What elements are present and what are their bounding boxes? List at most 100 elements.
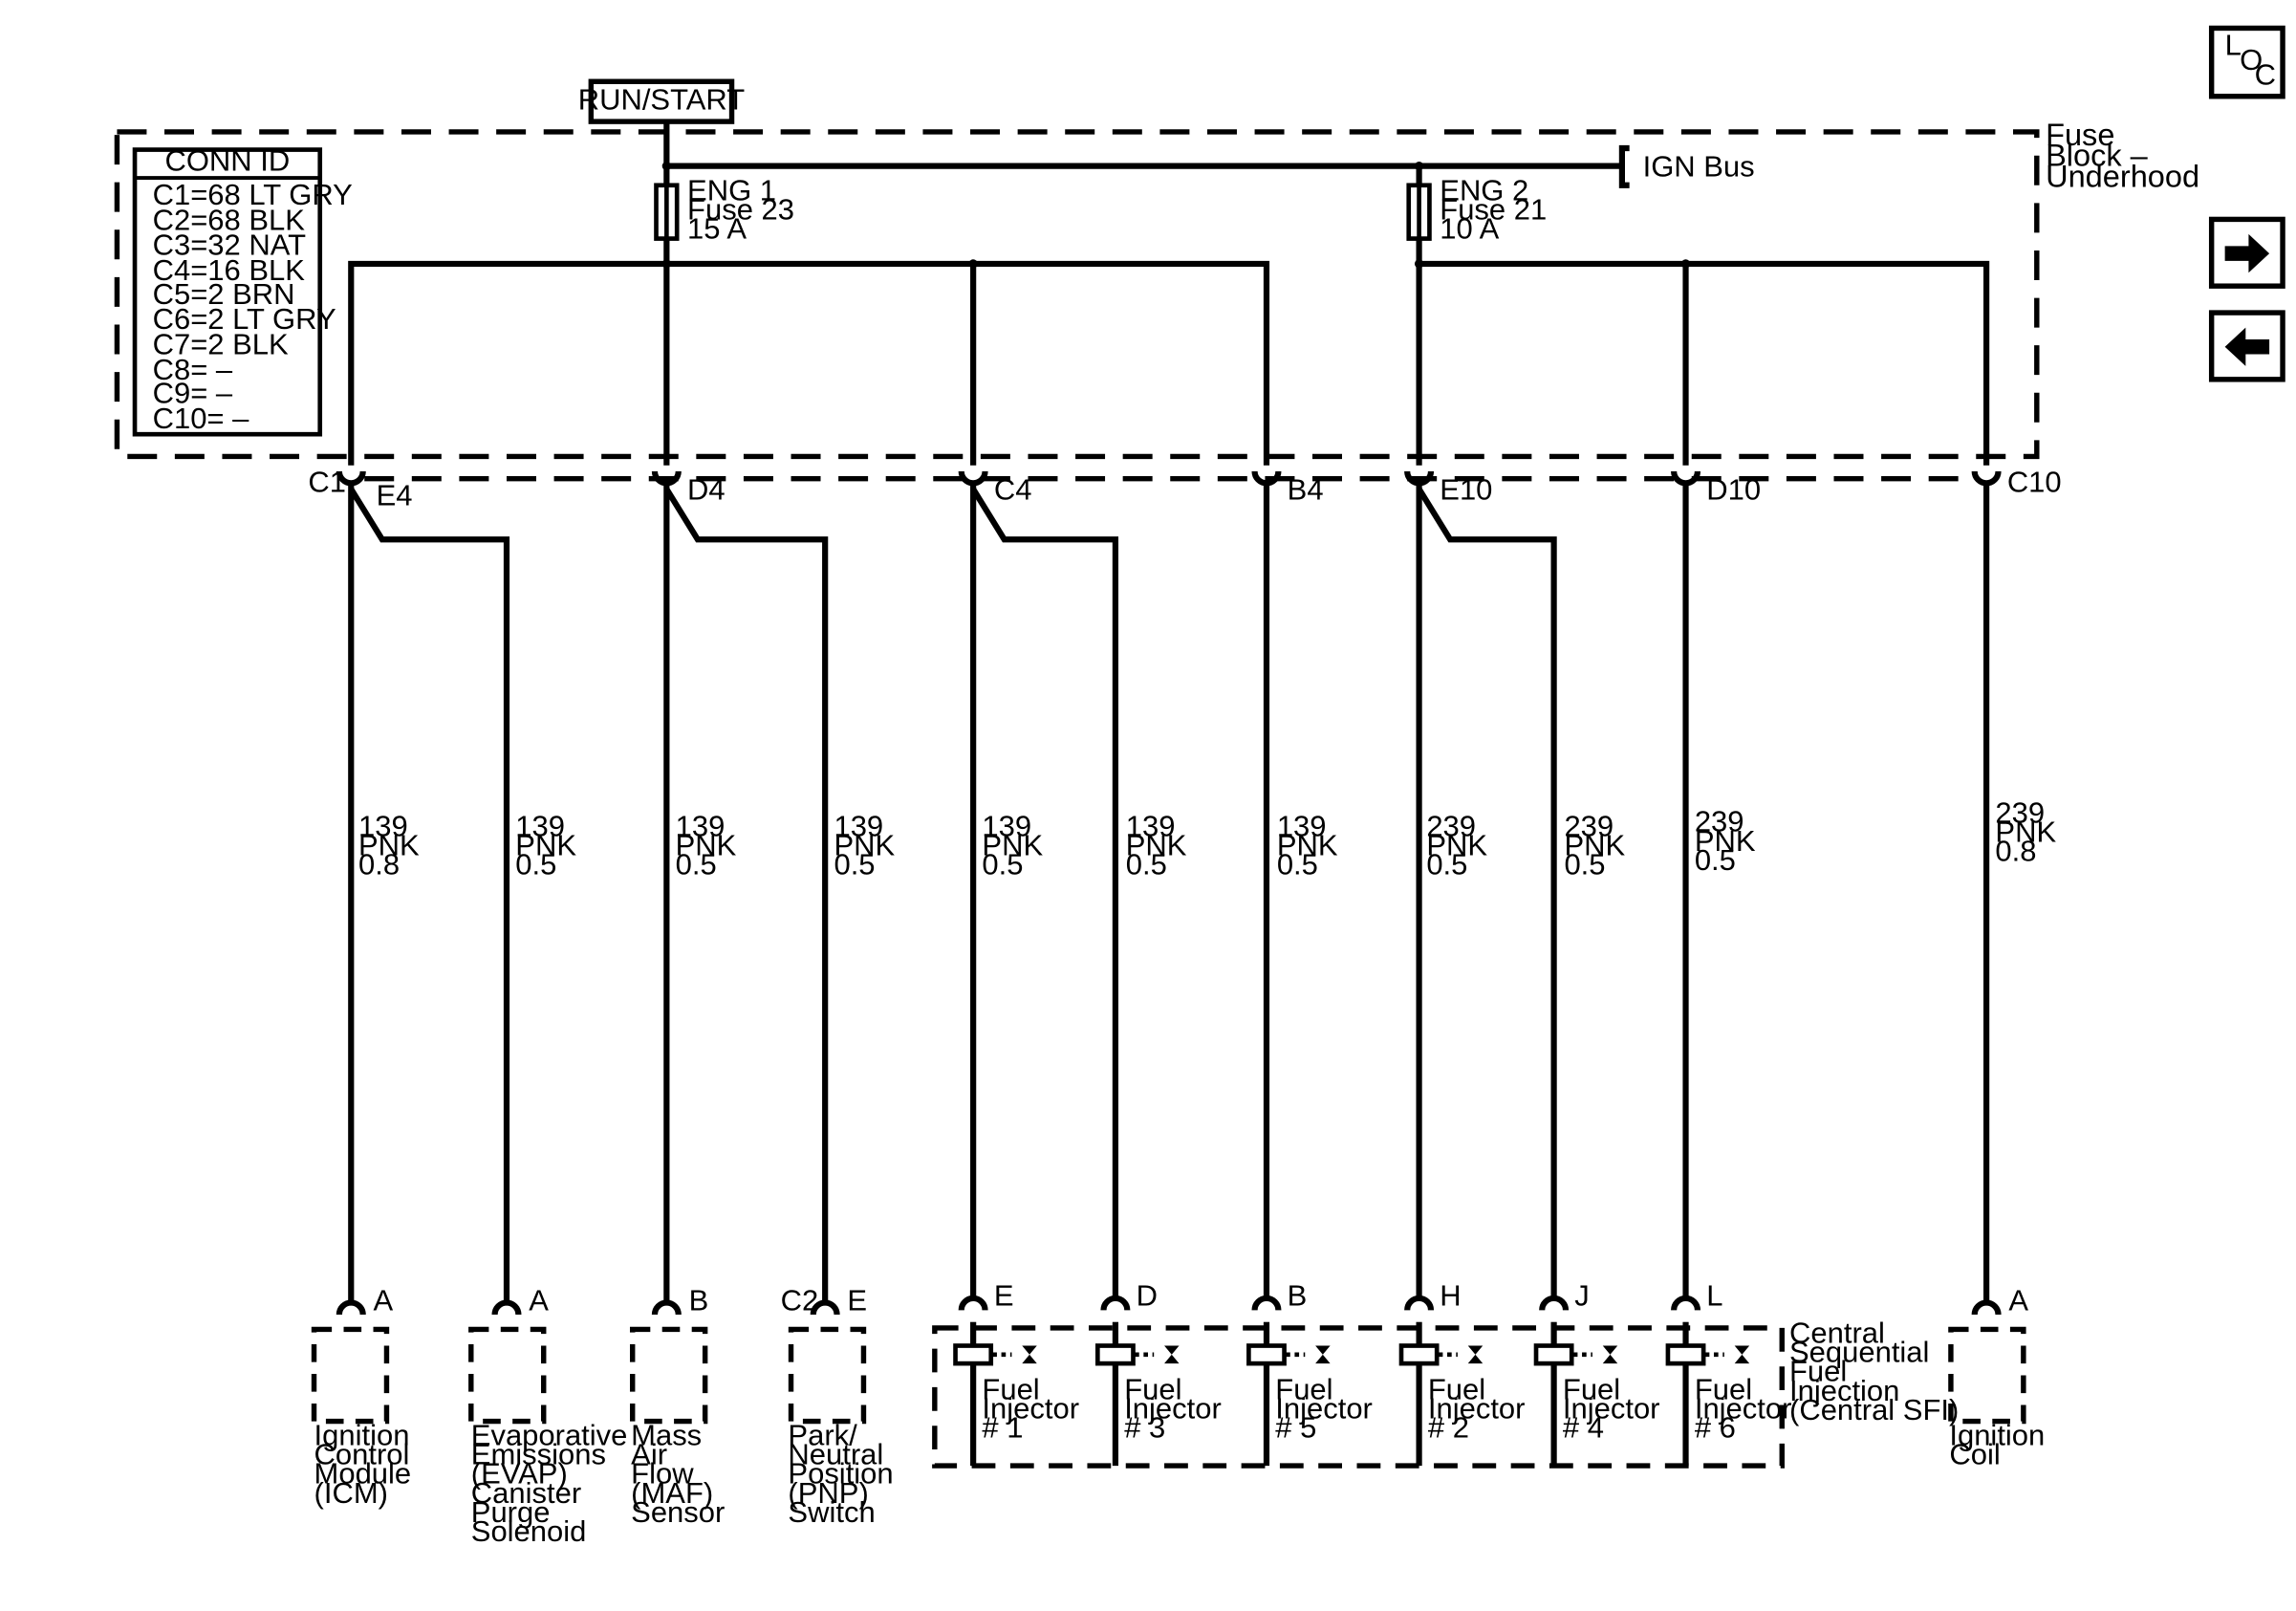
valve-icon xyxy=(1467,1345,1484,1364)
conn-id-row: C1=68 LT GRY xyxy=(153,178,353,211)
conn-id-row: C9= – xyxy=(153,377,233,410)
pin-label: C2 xyxy=(781,1283,819,1317)
svg-text:Injector: Injector xyxy=(1695,1391,1792,1425)
svg-text:0.5: 0.5 xyxy=(834,848,875,882)
svg-text:Flow: Flow xyxy=(631,1457,694,1491)
next-page-button[interactable] xyxy=(2208,216,2285,289)
loc-letter: C xyxy=(2255,57,2276,91)
fuse-eng1: ENG 1 Fuse 23 15 A xyxy=(654,165,794,264)
svg-text:PNK: PNK xyxy=(1277,828,1338,861)
fuse-label: ENG 1 xyxy=(687,173,776,207)
loc-button[interactable]: L O C xyxy=(2208,25,2285,99)
fuse-label: Fuse 23 xyxy=(687,192,794,226)
svg-text:# 6: # 6 xyxy=(1695,1411,1736,1445)
svg-text:PNK: PNK xyxy=(358,828,420,861)
svg-text:# 3: # 3 xyxy=(1124,1411,1165,1445)
svg-text:Ignition: Ignition xyxy=(1949,1418,2045,1451)
central-sfi-module: Central Sequential Fuel Injection (Centr… xyxy=(932,1316,1959,1469)
sfi-label: Fuel xyxy=(1789,1355,1847,1388)
svg-text:0.5: 0.5 xyxy=(1277,848,1318,882)
component-pnp-switch: Park/ Neutral Position (PNP) Switch xyxy=(788,1326,894,1529)
wires xyxy=(348,483,1990,1302)
pin-label: B xyxy=(689,1283,709,1317)
connector-label: D4 xyxy=(687,472,726,506)
component-maf-sensor: Mass Air Flow (MAF) Sensor xyxy=(630,1326,725,1529)
fuse-label: ENG 2 xyxy=(1440,173,1528,207)
svg-text:139: 139 xyxy=(982,809,1031,842)
svg-text:139: 139 xyxy=(1277,809,1327,842)
svg-text:PNK: PNK xyxy=(982,828,1043,861)
svg-text:0.8: 0.8 xyxy=(358,848,400,882)
svg-text:Air: Air xyxy=(631,1438,667,1471)
svg-text:PNK: PNK xyxy=(515,828,576,861)
svg-text:0.5: 0.5 xyxy=(1564,848,1605,882)
conn-id-row: C4=16 BLK xyxy=(153,253,306,287)
pin-label: A xyxy=(529,1283,549,1317)
pin-label: A xyxy=(2008,1283,2028,1317)
ign-bus: IGN Bus xyxy=(661,121,1755,188)
distribution-bus xyxy=(348,259,1990,466)
svg-text:# 1: # 1 xyxy=(982,1411,1023,1445)
svg-text:239: 239 xyxy=(1564,809,1614,842)
svg-text:0.5: 0.5 xyxy=(1426,848,1467,882)
svg-text:Fuel: Fuel xyxy=(1428,1372,1485,1405)
conn-id-row: C6=2 LT GRY xyxy=(153,302,336,336)
svg-text:Injector: Injector xyxy=(1563,1391,1660,1425)
svg-text:Solenoid: Solenoid xyxy=(471,1514,587,1548)
svg-text:0.5: 0.5 xyxy=(676,848,717,882)
svg-text:139: 139 xyxy=(1126,809,1176,842)
svg-text:Emissions: Emissions xyxy=(471,1438,606,1471)
pin-label: L xyxy=(1706,1279,1722,1313)
fuse-label: 15 A xyxy=(687,212,747,246)
svg-text:Fuel: Fuel xyxy=(1563,1372,1620,1405)
pin-label: H xyxy=(1440,1279,1461,1313)
svg-text:139: 139 xyxy=(358,809,408,842)
svg-text:Fuel: Fuel xyxy=(1695,1372,1752,1405)
sfi-label: Sequential xyxy=(1789,1336,1929,1369)
svg-text:Injector: Injector xyxy=(1275,1391,1373,1425)
svg-text:239: 239 xyxy=(1695,805,1744,838)
conn-id-title: CONN ID xyxy=(164,143,290,177)
fuse-block-outline xyxy=(114,129,2040,460)
fuse-block-label-line3: Underhood xyxy=(2046,159,2199,193)
svg-text:Switch: Switch xyxy=(788,1495,875,1529)
component-ignition-coil: Ignition Coil xyxy=(1948,1326,2045,1471)
conn-id-row: C8= – xyxy=(153,353,233,386)
loc-letter: O xyxy=(2240,43,2263,76)
fuse-block-label-line1: Fuse xyxy=(2046,118,2114,152)
component-icm: Ignition Control Module (ICM) xyxy=(311,1326,411,1510)
svg-text:(ICM): (ICM) xyxy=(314,1476,388,1510)
previous-page-button[interactable] xyxy=(2208,310,2285,382)
fuse-block-label-line2: Block – xyxy=(2046,139,2149,173)
svg-text:Fuel: Fuel xyxy=(1124,1372,1181,1405)
svg-text:0.5: 0.5 xyxy=(515,848,556,882)
svg-text:PNK: PNK xyxy=(1426,828,1487,861)
svg-text:Position: Position xyxy=(788,1457,893,1491)
connector-label: D10 xyxy=(1706,472,1761,506)
pin-label: A xyxy=(374,1283,394,1317)
svg-text:Park/: Park/ xyxy=(788,1418,857,1451)
svg-text:0.5: 0.5 xyxy=(982,848,1023,882)
arrow-left-icon xyxy=(2224,327,2270,366)
svg-text:Sensor: Sensor xyxy=(631,1495,725,1529)
svg-text:# 5: # 5 xyxy=(1275,1411,1316,1445)
svg-text:(EVAP): (EVAP) xyxy=(471,1457,568,1491)
fuse-label: Fuse 21 xyxy=(1440,192,1547,226)
svg-text:Injector: Injector xyxy=(982,1391,1079,1425)
svg-text:Neutral: Neutral xyxy=(788,1438,883,1471)
valve-icon xyxy=(1602,1345,1618,1364)
sfi-label: Central xyxy=(1789,1316,1885,1349)
fuse-eng2: ENG 2 Fuse 21 10 A xyxy=(1406,165,1547,264)
svg-text:239: 239 xyxy=(1995,795,2045,829)
run-start-label: RUN/START xyxy=(578,83,745,117)
component-connectors xyxy=(336,1295,2002,1316)
